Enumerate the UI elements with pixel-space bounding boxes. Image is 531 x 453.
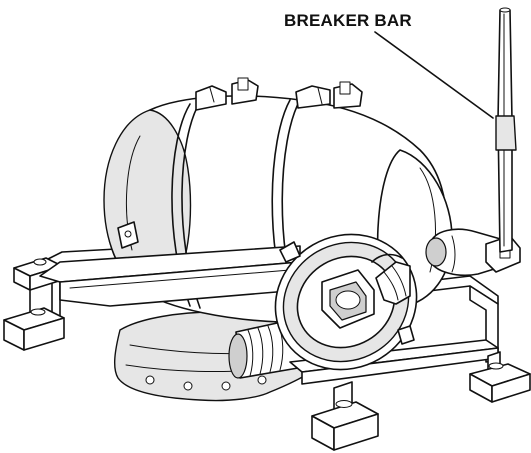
disc-plate: [274, 233, 418, 371]
socket-and-breaker-bar: [425, 7, 521, 276]
breaker-bar-label: BREAKER BAR: [284, 11, 412, 30]
bracket-clip: [371, 253, 411, 305]
breaker-bar-leader: [374, 31, 494, 119]
